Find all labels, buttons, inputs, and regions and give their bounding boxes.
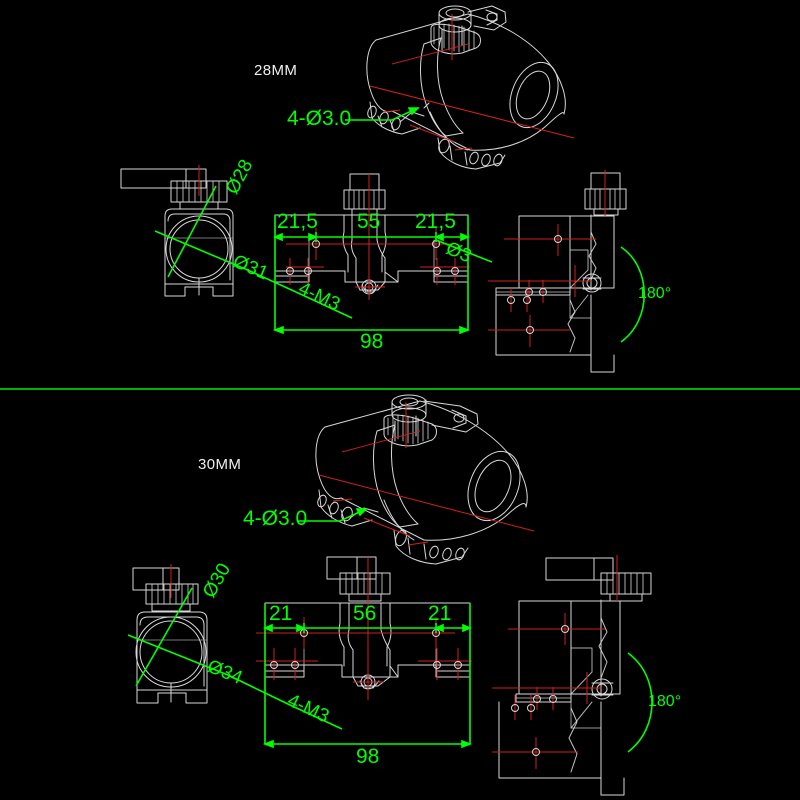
center-lines-30mm [170,402,618,769]
iso-callout-28mm: 4-Ø3.0 [287,107,352,130]
hole-markers-28mm [286,235,562,334]
front-view-28mm [274,173,469,295]
dim-center-30mm: 56 [353,602,377,625]
panel-title-30mm: 30MM [198,456,242,473]
iso-view-28mm [366,5,566,170]
dim-overall-28mm: 98 [360,330,384,353]
dim-left-28mm: 21,5 [277,210,318,233]
drawing-panel-30mm: 30MM [0,390,800,800]
dimension-lines-28mm [154,107,646,343]
hole-markers-30mm [270,625,569,756]
iso-view-30mm [315,394,528,565]
dim-center-28mm: 55 [357,210,381,233]
dim-overall-30mm: 98 [356,745,380,768]
dim-left-30mm: 21 [269,602,293,625]
drawing-panel-28mm: 28MM [0,0,800,388]
center-lines-28mm [198,14,606,347]
cad-geometry-30mm [127,394,653,796]
panel-title-28mm: 28MM [254,62,298,79]
dim-angle-28mm: 180° [638,285,672,302]
right-view-30mm [498,557,652,796]
dim-right-30mm: 21 [428,602,452,625]
dim-angle-30mm: 180° [648,693,682,710]
left-view-28mm [120,168,234,297]
panel-divider [0,388,800,390]
right-view-28mm [495,172,627,373]
left-view-30mm [132,567,208,704]
dimension-lines-30mm [127,508,653,753]
dim-right-28mm: 21,5 [415,210,456,233]
iso-callout-30mm: 4-Ø3.0 [243,507,308,530]
cad-geometry-28mm [120,5,646,373]
